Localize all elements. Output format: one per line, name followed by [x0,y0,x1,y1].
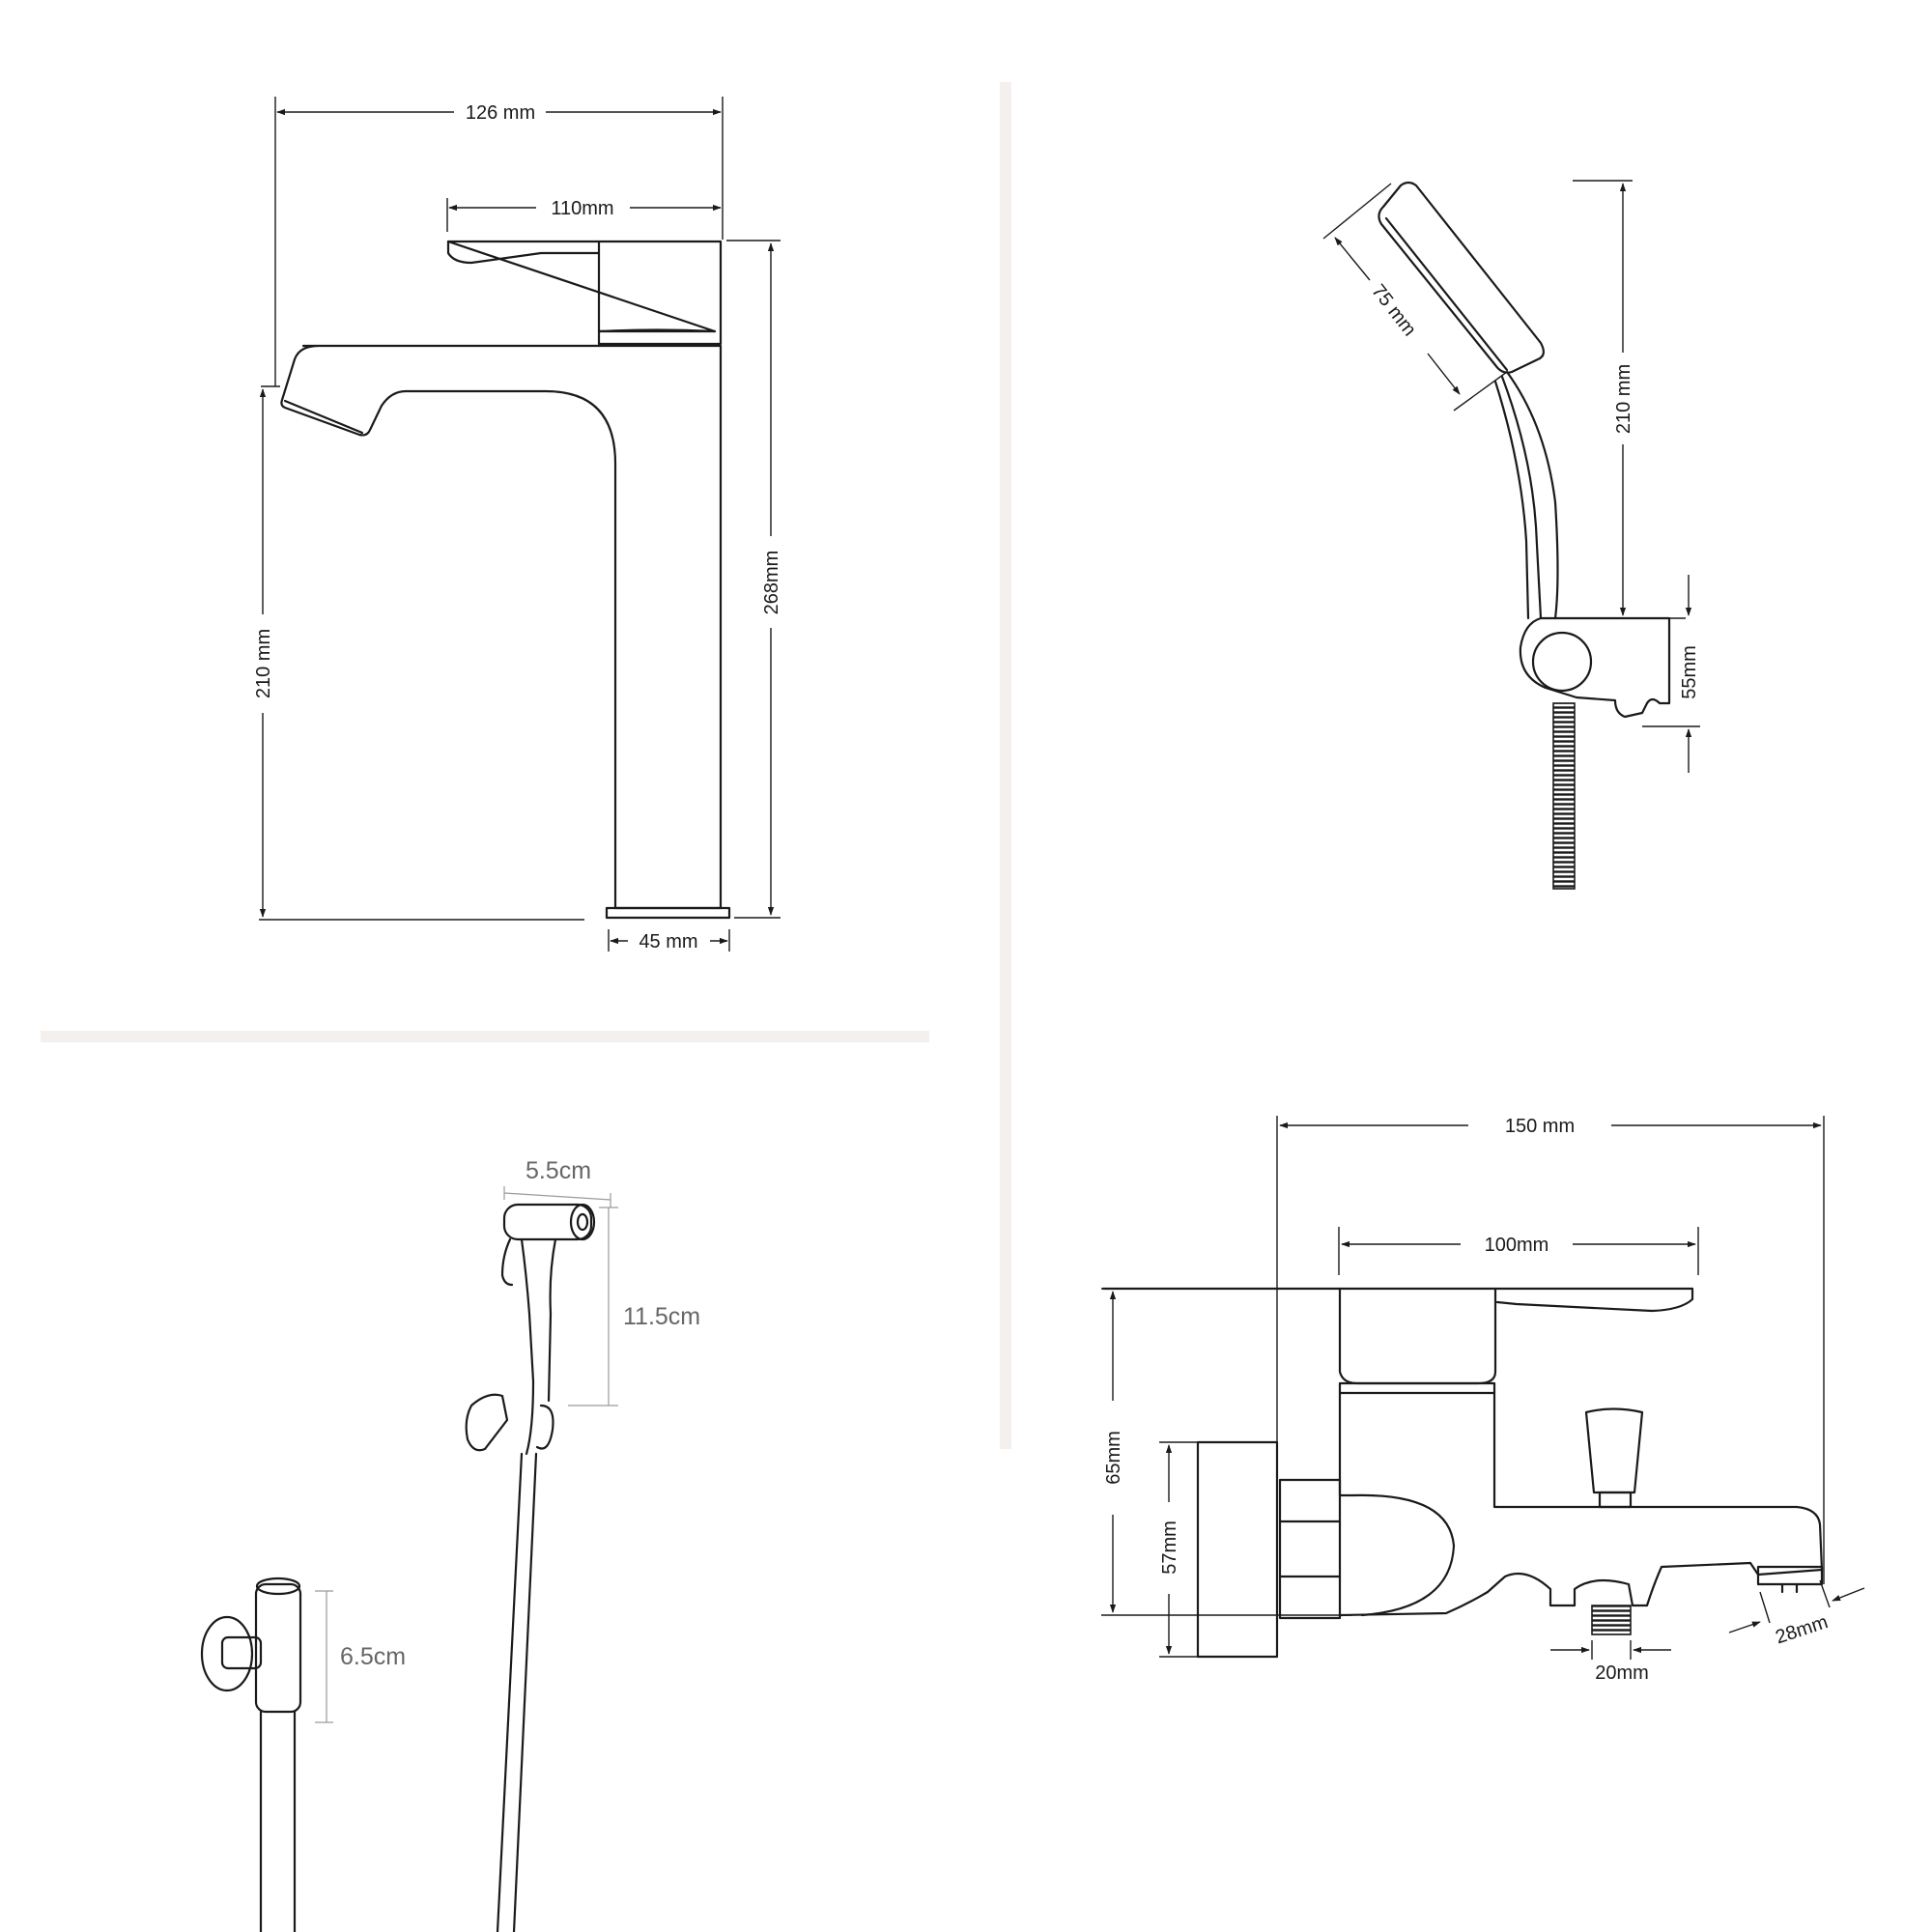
basin-handle-lever [446,240,723,346]
dim-shower-head-width: 75 mm [1367,280,1420,340]
angle-valve-body [254,1582,302,1714]
bidet-sprayer-drawing: 5.5cm 11.5cm 6.5cm [200,1157,700,1932]
shower-handle [1505,370,1559,620]
dim-bath-width-total: 150 mm [1505,1116,1575,1137]
shower-head [1378,181,1545,374]
sprayer-wall-holder [465,1393,509,1452]
bath-eccentric-connector [1278,1478,1342,1620]
dim-bath-total-height: 65mm [1103,1431,1124,1485]
dim-sprayer-handle-length: 11.5cm [623,1303,700,1330]
sprayer-nozzle [502,1203,593,1241]
horizontal-divider [41,1031,929,1042]
shower-threaded-hose [1552,702,1576,890]
dim-bath-spout-diameter: 28mm [1773,1611,1831,1648]
basin-faucet-drawing: 126 mm 110mm 210 mm 268mm 45 mm [253,97,782,952]
bath-wall-flange [1196,1440,1279,1659]
shower-holder-ring [1531,631,1593,693]
sprayer-handle [520,1237,557,1456]
bath-mixer-body [1338,1391,1824,1617]
dim-basin-width-total: 126 mm [466,102,535,124]
dim-sprayer-head-length: 5.5cm [526,1157,591,1184]
sprayer-trigger [500,1237,514,1287]
bath-inlet-cover [1350,1493,1456,1617]
dim-basin-handle-width: 110mm [551,198,613,219]
dim-bath-outlet-diameter: 20mm [1595,1662,1649,1684]
bath-handle-lever [1101,1287,1694,1313]
basin-spout [280,344,723,910]
dim-bath-body-height: 57mm [1159,1520,1180,1575]
valve-wall-flange [200,1615,254,1692]
bath-mixer-drawing: 150 mm 100mm 65mm [1101,1116,1865,1684]
dim-basin-spout-height: 210 mm [253,629,274,698]
dim-valve-height: 6.5cm [340,1643,406,1670]
vertical-divider [1000,82,1011,1449]
valve-hose [259,1710,297,1932]
dim-basin-base-width: 45 mm [639,931,697,952]
dim-basin-total-height: 268mm [761,551,782,615]
bath-threaded-outlet [1591,1605,1632,1635]
basin-base-plate [605,906,731,920]
dim-bath-handle-width: 100mm [1485,1235,1549,1256]
hand-shower-drawing: 75 mm 210 mm 55mm [1322,180,1700,890]
shower-holder-bracket [1519,616,1671,719]
bath-diverter-knob [1584,1407,1644,1494]
dim-shower-holder-height: 55mm [1679,645,1700,699]
dim-shower-length: 210 mm [1613,364,1634,434]
sprayer-hose [496,1452,538,1932]
